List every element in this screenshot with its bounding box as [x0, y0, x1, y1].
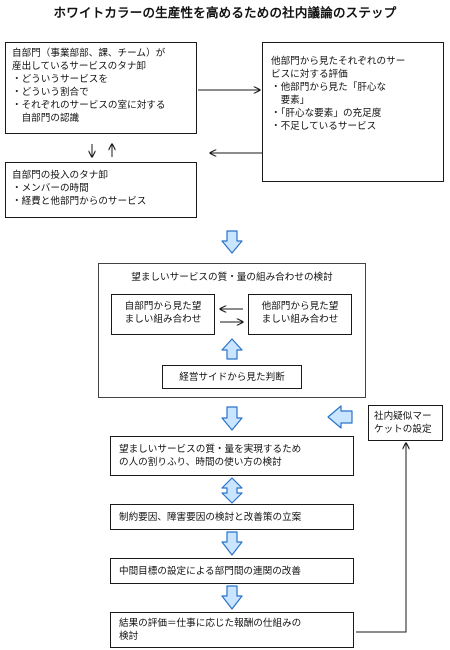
evaluation-line: 他部門から見たそれぞれのサー: [271, 56, 406, 67]
inventory-services-box: 自部門（事業部部、課、チーム）が 産出しているサービスのタナ卸 ・どういうサービ…: [5, 42, 197, 134]
evaluation-line: 要素」: [271, 95, 310, 106]
inventory-services-line: 自部門（事業部部、課、チーム）が: [12, 48, 166, 59]
own-view-box: 自部門から見た望 ましい組み合わせ: [111, 294, 215, 335]
other-view-line: ましい組み合わせ: [261, 314, 339, 325]
diagram-title: ホワイトカラーの生産性を高めるための社内議論のステップ: [53, 5, 397, 20]
feedback-connector: [356, 443, 406, 633]
evaluation-line: ・他部門から見た「肝心な: [271, 82, 387, 93]
inventory-services-line: 産出しているサービスのタナ卸: [12, 61, 147, 72]
inventory-inputs-line: ・メンバーの時間: [12, 183, 89, 194]
other-view-line: 他部門から見た望: [261, 301, 339, 312]
allocation-line: 望ましいサービスの質・量を実現するため: [119, 444, 302, 455]
desired-combination-title: 望ましいサービスの質・量の組み合わせの検討: [131, 272, 333, 283]
constraints-box: 制約要因、障害要因の検討と改善策の立案: [110, 504, 354, 530]
block-arrow-down: [221, 531, 243, 556]
inventory-services-line: ・どういう割合で: [12, 87, 89, 98]
management-view-box: 経営サイドから見た判断: [162, 365, 302, 389]
allocation-line: の人の割りふり、時間の使い方の検討: [119, 457, 282, 468]
other-view-box: 他部門から見た望 ましい組み合わせ: [248, 294, 352, 335]
results-box: 結果の評価＝仕事に応じた報酬の仕組みの 検討: [110, 612, 354, 648]
interim-goals-text: 中間目標の設定による部門間の連関の改善: [119, 566, 301, 577]
allocation-box: 望ましいサービスの質・量を実現するため の人の割りふり、時間の使い方の検討: [110, 436, 354, 476]
block-arrow-left: [327, 405, 353, 429]
block-arrow-down: [221, 406, 243, 431]
internal-market-box: 社内疑似マー ケットの設定: [368, 405, 443, 441]
internal-market-line: ケットの設定: [374, 424, 432, 435]
interim-goals-box: 中間目標の設定による部門間の連関の改善: [110, 558, 354, 584]
results-line: 検討: [119, 631, 139, 642]
constraints-text: 制約要因、障害要因の検討と改善策の立案: [119, 512, 302, 523]
own-view-line: ましい組み合わせ: [124, 314, 202, 325]
inventory-inputs-line: ・経費と他部門からのサービス: [12, 196, 147, 207]
evaluation-line: ビスに対する評価: [271, 69, 348, 80]
management-view-text: 経営サイドから見た判断: [179, 372, 285, 383]
inventory-services-line: 自部門の認識: [12, 113, 80, 124]
block-arrow-down: [221, 230, 243, 254]
inventory-services-line: ・どういうサービスを: [12, 74, 108, 85]
inventory-inputs-box: 自部門の投入のタナ卸 ・メンバーの時間 ・経費と他部門からのサービス: [5, 162, 197, 218]
inventory-services-line: ・それぞれのサービスの室に対する: [12, 100, 166, 111]
block-arrow-down: [221, 585, 243, 610]
block-arrow-up: [221, 338, 243, 360]
own-view-line: 自部門から見た望: [124, 301, 202, 312]
inventory-inputs-line: 自部門の投入のタナ卸: [12, 170, 108, 181]
evaluation-other-depts-box: 他部門から見たそれぞれのサー ビスに対する評価 ・他部門から見た「肝心な 要素」…: [262, 42, 444, 182]
block-arrow-double: [221, 477, 243, 504]
evaluation-line: ・不足しているサービス: [271, 121, 377, 132]
evaluation-line: ・「肝心な要素」の充足度: [271, 108, 382, 119]
internal-market-line: 社内疑似マー: [374, 411, 432, 422]
results-line: 結果の評価＝仕事に応じた報酬の仕組みの: [119, 618, 302, 629]
